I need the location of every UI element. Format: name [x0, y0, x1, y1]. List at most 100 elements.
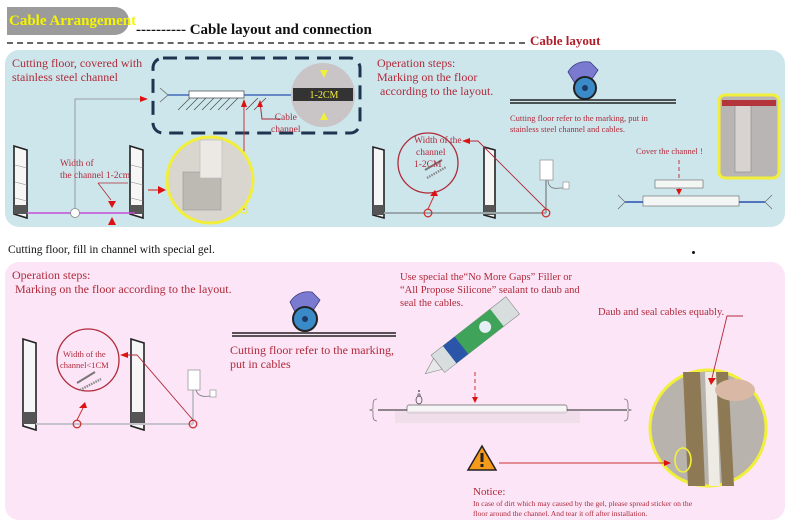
mark-arrow-icon-2 — [462, 138, 470, 144]
gel-brace-left — [368, 398, 378, 422]
mark-circle-bottom-2 — [188, 419, 198, 429]
warning-exclaim-bar — [480, 453, 484, 462]
channel-width-label-line2: the channel 1-2cm — [60, 171, 131, 181]
stray-dot — [692, 251, 695, 254]
width-arrow-up-icon — [108, 217, 116, 225]
channel-width-label: Width of the channel 1-2cm — [60, 158, 130, 182]
step1-title-line1: Cutting floor, covered with — [12, 56, 143, 70]
mark-leader-2 — [466, 140, 547, 210]
cover-channel-label: Cover the channel ! — [636, 146, 703, 156]
sealant-line1: Use special the“No More Gaps” Filler or — [400, 272, 573, 283]
mark-arrow-icon-bottom-2 — [120, 352, 128, 358]
mark-arrow-line-1 — [427, 195, 435, 210]
channel-width-label-line1: Width of — [60, 159, 94, 169]
daub-leader — [711, 315, 743, 379]
notice-body: In case of dirt which may caused by the … — [473, 499, 692, 519]
gate-bottom-1 — [22, 337, 37, 432]
daub-arrow-icon — [708, 378, 716, 385]
inset-measure-text: 1-2CM — [310, 90, 339, 101]
bottom-ops-line1: Marking on the floor according to the la… — [12, 282, 232, 296]
gate-bottom-2 — [130, 337, 145, 432]
measure-arrow-up-icon — [320, 112, 328, 120]
step1-title: Cutting floor, covered with stainless st… — [12, 56, 142, 84]
daub-photo-tape-1 — [683, 372, 705, 486]
cover-piece — [654, 179, 704, 189]
section-subtitle: ---------- Cable layout and connection — [136, 22, 372, 38]
cover-arrow-icon — [676, 189, 682, 195]
store-photo-signage — [722, 100, 776, 106]
top-ops-title: Operation steps: — [377, 56, 456, 70]
daub-label: Daub and seal cables equably. — [598, 307, 725, 318]
channel-piece-bottom-1 — [76, 371, 96, 384]
gate-left-2 — [129, 144, 144, 220]
cable-channel-label-line1: Cable — [274, 113, 297, 123]
mark-circle-2 — [541, 208, 551, 218]
top-operation-steps: Operation steps: Marking on the floor ac… — [377, 56, 493, 98]
channel-piece-bottom-2 — [79, 377, 102, 392]
inset-cable-end-left — [159, 87, 169, 103]
gate-mid-2 — [483, 145, 496, 220]
cable-channel-label-line2: channel — [271, 125, 301, 135]
sealant-line3: seal the cables. — [400, 298, 464, 309]
gate-mid-1 — [372, 145, 385, 220]
mark-circle-bottom-1 — [72, 419, 82, 429]
daub-photo-highlight — [674, 447, 692, 473]
inset-photo-channel — [293, 88, 353, 101]
bottom-ops-title: Operation steps: — [12, 268, 91, 282]
bottom-cut-caption: Cutting floor refer to the marking, put … — [230, 343, 394, 371]
top-cut-caption: Cutting floor refer to the marking, put … — [510, 113, 678, 135]
cable-channel-arrow-icon — [257, 100, 263, 107]
top-circle-label-line1: Width of the — [414, 136, 462, 146]
bottom-cut-caption-line1: Cutting floor refer to the marking, — [230, 343, 394, 357]
gate-photo-highlight — [239, 205, 249, 215]
top-circle-label: Width of the channel 1-2CM — [414, 135, 462, 171]
sealant-instructions: Use special the“No More Gaps” Filler or … — [400, 271, 580, 310]
section-label: Cable layout — [530, 33, 601, 48]
inset-channel-rect — [188, 90, 245, 99]
daub-photo-gel — [705, 372, 720, 486]
power-cord — [547, 179, 564, 189]
width-arrow-down-icon — [108, 201, 116, 208]
control-box-bottom — [187, 369, 201, 391]
mark-leader-bottom-2 — [124, 354, 194, 421]
notice-line1: In case of dirt which may caused by the … — [473, 499, 693, 508]
photo-to-inset-arrow-icon — [241, 99, 247, 107]
top-ops-line1: Marking on the floor — [377, 70, 478, 84]
width-leader-diag — [97, 182, 112, 201]
leader-arrow-icon — [140, 96, 148, 102]
cable-channel-leader — [259, 101, 280, 120]
section-badge: Cable Arrangement — [7, 7, 136, 35]
top-circle-label-line3: 1-2CM — [414, 160, 442, 170]
gate-left-1 — [13, 144, 28, 220]
power-cord-bottom — [195, 389, 211, 397]
inset-hatching — [177, 97, 267, 111]
top-cut-caption-line1: Cutting floor refer to the marking, put … — [510, 113, 648, 123]
mark-circle-1 — [423, 208, 433, 218]
measure-arrow-down-icon — [320, 70, 328, 78]
mark-arrow-icon-1 — [430, 190, 438, 196]
control-box — [539, 159, 554, 181]
daub-photo-hand — [715, 379, 755, 401]
bottom-cut-caption-line2: put in cables — [230, 357, 291, 371]
channel-piece-2 — [426, 165, 447, 180]
leader-line-left — [74, 98, 146, 213]
store-photo-gate — [734, 101, 752, 173]
mark-arrow-icon-bottom-1 — [79, 402, 87, 408]
notice-title: Notice: — [473, 486, 506, 498]
power-plug-icon — [562, 181, 570, 190]
circular-saw-icon-bottom — [289, 291, 321, 332]
cover-cable-end-right — [764, 194, 773, 210]
gel-drop-1 — [418, 390, 420, 392]
gate-photo-post — [199, 139, 223, 179]
cable-marker-circle — [70, 208, 80, 218]
top-ops-line2: according to the layout. — [377, 84, 494, 98]
bottom-circle-label-line2: channel<1CM — [60, 360, 109, 370]
notice-line2: floor around the channel. And tear it of… — [473, 509, 648, 518]
warning-arrow-icon — [664, 460, 671, 466]
gel-arrow-icon — [472, 397, 478, 403]
width-callout-circle-bottom — [56, 328, 120, 392]
mark-arrow-line-bottom-1 — [76, 407, 84, 421]
step1-title-line2: stainless steel channel — [12, 70, 118, 84]
cover-cable-end-left — [617, 194, 626, 210]
cable-channel-label: Cable channel — [271, 112, 301, 136]
